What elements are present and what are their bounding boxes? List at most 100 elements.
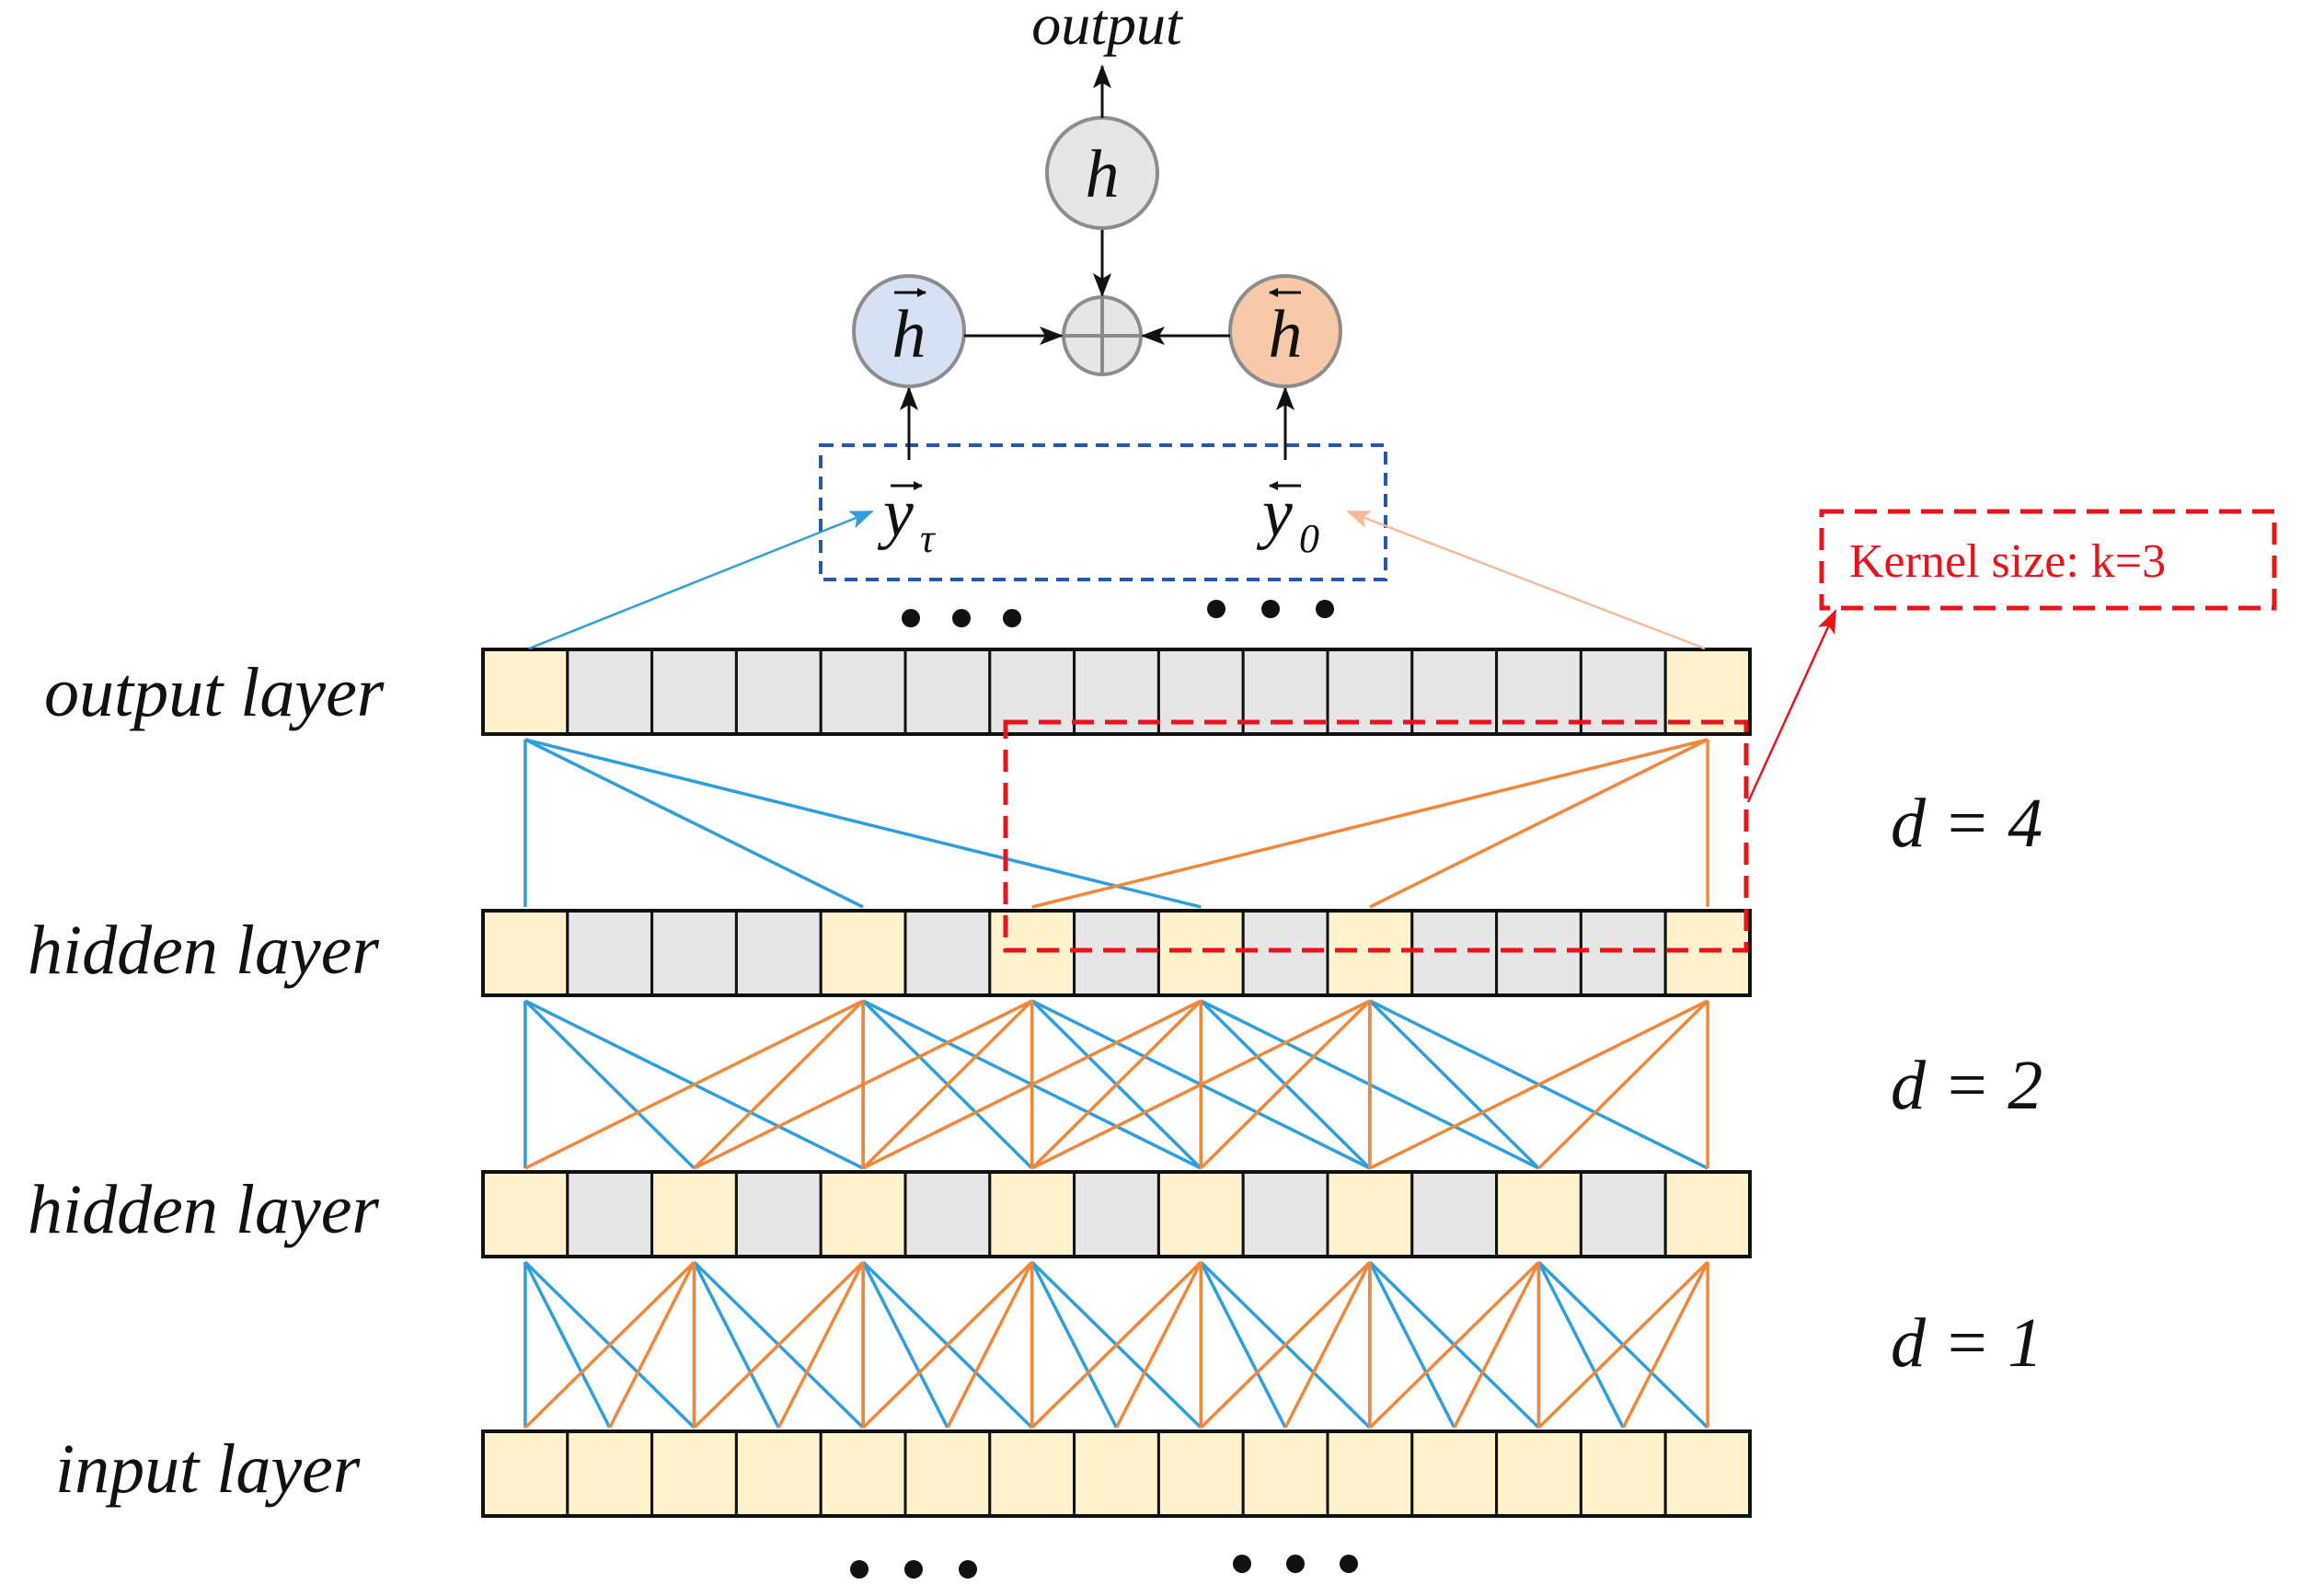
layer-cell <box>819 648 907 736</box>
backward-connection <box>524 999 864 1170</box>
dilation-label-2: d = 2 <box>1891 1047 2042 1124</box>
layer-cell <box>903 648 992 736</box>
connection-lines <box>523 738 1709 1430</box>
kernel-note-box <box>1819 509 2277 611</box>
forward-connection <box>523 999 696 1170</box>
forward-connection <box>861 1261 949 1429</box>
svg-text:h: h <box>892 297 926 373</box>
forward-connection <box>1199 1261 1287 1429</box>
ellipsis-top-right <box>1207 600 1334 618</box>
layer-label-hidden-2: hidden layer <box>28 1171 379 1248</box>
backward-connection <box>946 1261 1034 1429</box>
layer-cell <box>1579 909 1667 997</box>
backward-connection <box>1200 999 1372 1170</box>
layer-cell <box>1410 909 1499 997</box>
backward-connection <box>861 1260 1033 1430</box>
backward-connection <box>523 1260 696 1430</box>
layer-outline <box>481 648 1752 736</box>
layer-cell <box>1579 1430 1667 1518</box>
layer-cell <box>481 648 569 736</box>
layer-cell <box>1663 1430 1752 1518</box>
dilation-label-4: d = 4 <box>1891 785 2042 862</box>
layer-cell <box>481 1430 569 1518</box>
backward-connection <box>1368 1260 1540 1430</box>
backward-connection <box>1453 1261 1541 1429</box>
layer-cell <box>1241 1170 1329 1258</box>
layer-cell <box>734 1170 823 1258</box>
layer-label-output: output layer <box>44 654 385 731</box>
backward-connection <box>1030 1260 1202 1430</box>
layer-cell <box>903 909 992 997</box>
forward-connection <box>523 1261 612 1429</box>
layer-cell <box>650 1170 738 1258</box>
backward-connection <box>1030 999 1202 1170</box>
forward-connection <box>524 738 864 909</box>
layer-cell <box>1663 909 1752 997</box>
layer-cell <box>1073 909 1160 997</box>
dilation-label-1: d = 1 <box>1891 1304 2042 1382</box>
svg-text:h: h <box>1086 137 1120 212</box>
layer-row-2 <box>481 1170 1752 1258</box>
layer-cell <box>650 909 738 997</box>
backward-connection <box>1621 1261 1709 1429</box>
y-tau-label: y τ <box>877 476 937 561</box>
layer-cell <box>734 909 823 997</box>
backward-connection <box>1283 1261 1372 1429</box>
layer-cell <box>988 1430 1076 1518</box>
arrow-to-y-zero <box>1346 510 1706 650</box>
svg-text:h: h <box>1269 297 1303 373</box>
layer-cell <box>1410 1430 1499 1518</box>
h-forward-node: h <box>852 274 966 388</box>
layer-cell <box>1073 1170 1160 1258</box>
backward-connection <box>1369 999 1708 1170</box>
backward-connection <box>1537 1260 1709 1430</box>
layer-cell <box>903 1430 992 1518</box>
layer-cell <box>1156 909 1245 997</box>
forward-connection <box>1536 1261 1625 1429</box>
layer-cell <box>1326 1430 1414 1518</box>
layer-cell <box>566 648 654 736</box>
ellipsis-bottom-left <box>850 1560 977 1579</box>
layer-cell <box>1495 909 1582 997</box>
h-node: h <box>1045 116 1159 230</box>
layer-cell <box>481 1170 569 1258</box>
backward-connection <box>1114 1261 1202 1429</box>
layer-cell <box>1495 1430 1582 1518</box>
output-label: output <box>1031 0 1184 57</box>
backward-connection <box>693 999 1033 1170</box>
layer-cell <box>566 1430 654 1518</box>
layer-cell <box>734 648 823 736</box>
sum-node <box>1062 295 1143 376</box>
layer-cell <box>650 1430 738 1518</box>
backward-connection <box>608 1261 696 1429</box>
layer-cell <box>1663 1170 1752 1258</box>
layer-cell <box>903 1170 992 1258</box>
layer-cell <box>566 1170 654 1258</box>
svg-text:τ: τ <box>920 516 937 561</box>
layer-cell <box>1579 1170 1667 1258</box>
layer-cell <box>819 1170 907 1258</box>
forward-connection <box>524 738 1202 909</box>
kernel-highlight-box <box>1003 719 1749 953</box>
layer-outline <box>481 1170 1752 1258</box>
layer-cell <box>1241 1430 1329 1518</box>
layer-cell <box>1326 1170 1414 1258</box>
layer-cell <box>566 909 654 997</box>
svg-text:0: 0 <box>1299 516 1319 561</box>
layer-label-hidden-1: hidden layer <box>28 912 379 989</box>
layer-cell <box>819 1430 907 1518</box>
backward-connection <box>777 1261 865 1429</box>
forward-connection <box>1368 999 1540 1170</box>
layer-cell <box>1326 909 1414 997</box>
layer-cell <box>734 1430 823 1518</box>
kernel-note: Kernel size: k=3 <box>1849 535 2166 588</box>
layer-row-1 <box>481 909 1752 997</box>
output-bracket <box>819 443 1387 581</box>
layer-label-input: input layer <box>55 1430 361 1508</box>
svg-text:y: y <box>877 476 914 551</box>
forward-connection <box>1368 1261 1456 1429</box>
layer-cell <box>819 909 907 997</box>
backward-connection <box>1030 999 1371 1170</box>
layer-cell <box>988 648 1076 736</box>
